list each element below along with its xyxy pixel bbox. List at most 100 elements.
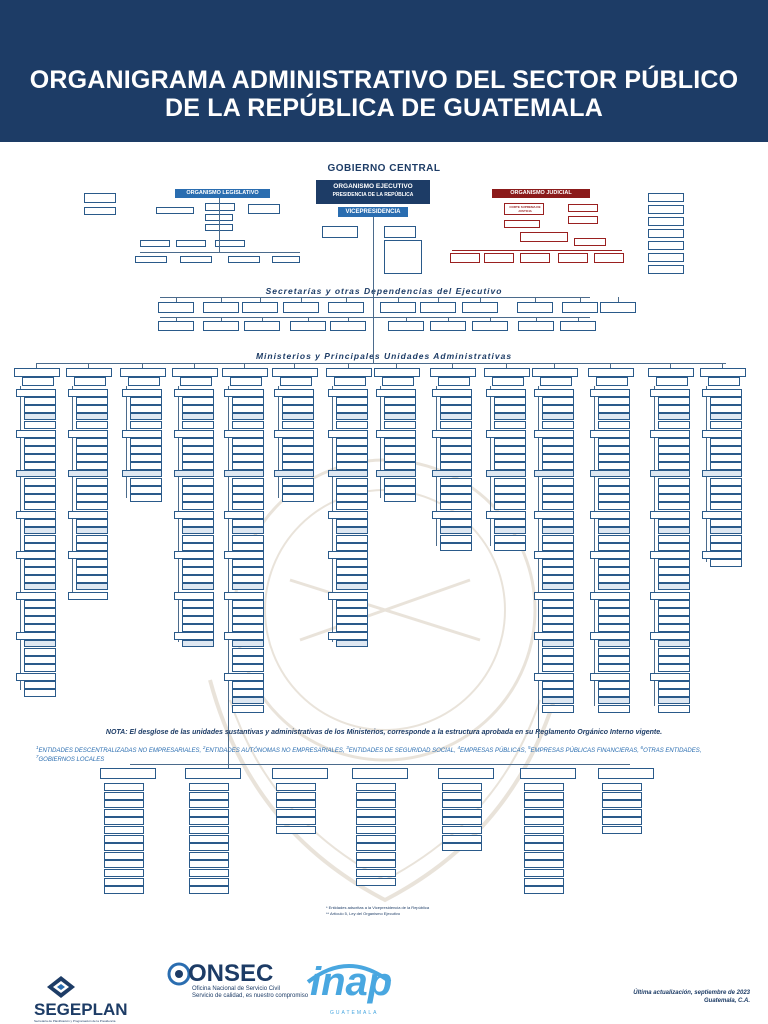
unidad-box xyxy=(232,478,264,487)
unidad-box xyxy=(24,688,56,697)
unidad-box xyxy=(440,437,472,446)
unidad-box xyxy=(658,478,690,487)
unidad-box xyxy=(68,510,108,519)
connector xyxy=(140,252,300,253)
ministerio-header xyxy=(648,368,694,377)
legislativo-unit xyxy=(248,204,280,214)
unidad-box xyxy=(76,583,108,591)
connector xyxy=(278,386,279,498)
connector xyxy=(452,363,453,368)
unidad-box xyxy=(658,461,690,470)
ejecutivo-label: ORGANISMO EJECUTIVO xyxy=(333,183,413,190)
unidad-box xyxy=(182,494,214,503)
unidad-box xyxy=(376,389,416,397)
footnotes: * Entidades adscritas a la Vicepresidenc… xyxy=(326,905,429,917)
unidad-box xyxy=(542,542,574,551)
unidad-box xyxy=(232,623,264,632)
unidad-box xyxy=(534,510,574,519)
unidad-box xyxy=(336,437,368,446)
entidad-box xyxy=(189,869,229,877)
dependencia-box xyxy=(430,321,466,331)
unidad-box xyxy=(440,534,472,543)
unidad-box xyxy=(224,672,264,681)
unidad-box xyxy=(494,445,526,454)
entidad-box xyxy=(104,791,144,800)
unidad-box xyxy=(658,405,690,414)
unidad-box xyxy=(384,421,416,430)
secretaria-box xyxy=(203,302,239,313)
entidad-box xyxy=(524,834,564,843)
unidad-box xyxy=(598,405,630,414)
entidad-box xyxy=(189,783,229,791)
unidad-box xyxy=(24,599,56,608)
unidad-box xyxy=(182,534,214,543)
despacho-box xyxy=(230,377,262,386)
unidad-box xyxy=(76,413,108,421)
entidad-box xyxy=(524,826,564,834)
ministerio-header xyxy=(172,368,218,377)
unidad-box xyxy=(232,461,264,470)
segeplan-logo-icon xyxy=(47,976,75,998)
entidad-box xyxy=(442,800,482,809)
connector xyxy=(538,386,539,738)
unidad-box xyxy=(336,478,368,487)
connector xyxy=(594,386,595,706)
entidad-label: EMPRESAS PÚBLICAS, xyxy=(459,748,527,754)
unidad-box xyxy=(650,632,690,640)
secretaria-box xyxy=(462,302,498,313)
despacho-box xyxy=(596,377,628,386)
unidad-box xyxy=(174,632,214,640)
last-update-date: Última actualización, septiembre de 2023 xyxy=(633,990,750,996)
unidad-box xyxy=(24,421,56,430)
unidad-box xyxy=(542,486,574,495)
entidad-header xyxy=(272,768,328,779)
unidad-box xyxy=(494,518,526,527)
unidad-box xyxy=(232,599,264,608)
unidad-box xyxy=(384,405,416,414)
entidad-box xyxy=(189,860,229,869)
unidad-box xyxy=(494,421,526,430)
unidad-box xyxy=(122,389,162,397)
ministerios-section-title: Ministerios y Principales Unidades Admin… xyxy=(255,351,513,361)
entidad-box xyxy=(189,851,229,860)
unidad-box xyxy=(494,478,526,487)
judicial-side-box xyxy=(648,229,684,238)
unidad-box xyxy=(224,470,264,477)
unidad-box xyxy=(336,607,368,616)
unidad-box xyxy=(658,445,690,454)
unidad-box xyxy=(182,421,214,430)
entidad-box xyxy=(104,886,144,895)
entidad-box xyxy=(356,791,396,800)
unidad-box xyxy=(232,680,264,689)
legislativo-side-box xyxy=(84,193,116,203)
ministerio-header xyxy=(222,368,268,377)
unidad-box xyxy=(76,405,108,414)
unidad-box xyxy=(24,542,56,551)
unidad-box xyxy=(710,445,742,454)
unidad-box xyxy=(658,534,690,543)
unidad-box xyxy=(590,672,630,681)
unidad-box xyxy=(76,421,108,430)
unidad-box xyxy=(336,405,368,414)
unidad-box xyxy=(24,405,56,414)
entidad-box xyxy=(442,817,482,826)
unidad-box xyxy=(710,453,742,462)
entidad-box xyxy=(602,783,642,791)
unidad-box xyxy=(384,461,416,470)
unidad-box xyxy=(440,453,472,462)
unidad-box xyxy=(274,470,314,477)
unidad-box xyxy=(534,551,574,559)
unidad-box xyxy=(24,575,56,584)
unidad-box xyxy=(650,429,690,438)
judicial-side-box xyxy=(648,193,684,202)
ministerio-header xyxy=(532,368,578,377)
unidad-box xyxy=(432,429,472,438)
unidad-box xyxy=(336,526,368,534)
connector xyxy=(176,317,177,321)
ejecutivo-unit xyxy=(322,226,358,238)
judicial-unit xyxy=(504,220,540,228)
unidad-box xyxy=(182,397,214,406)
unidad-box xyxy=(534,389,574,397)
unidad-box xyxy=(16,551,56,559)
unidad-box xyxy=(542,640,574,648)
